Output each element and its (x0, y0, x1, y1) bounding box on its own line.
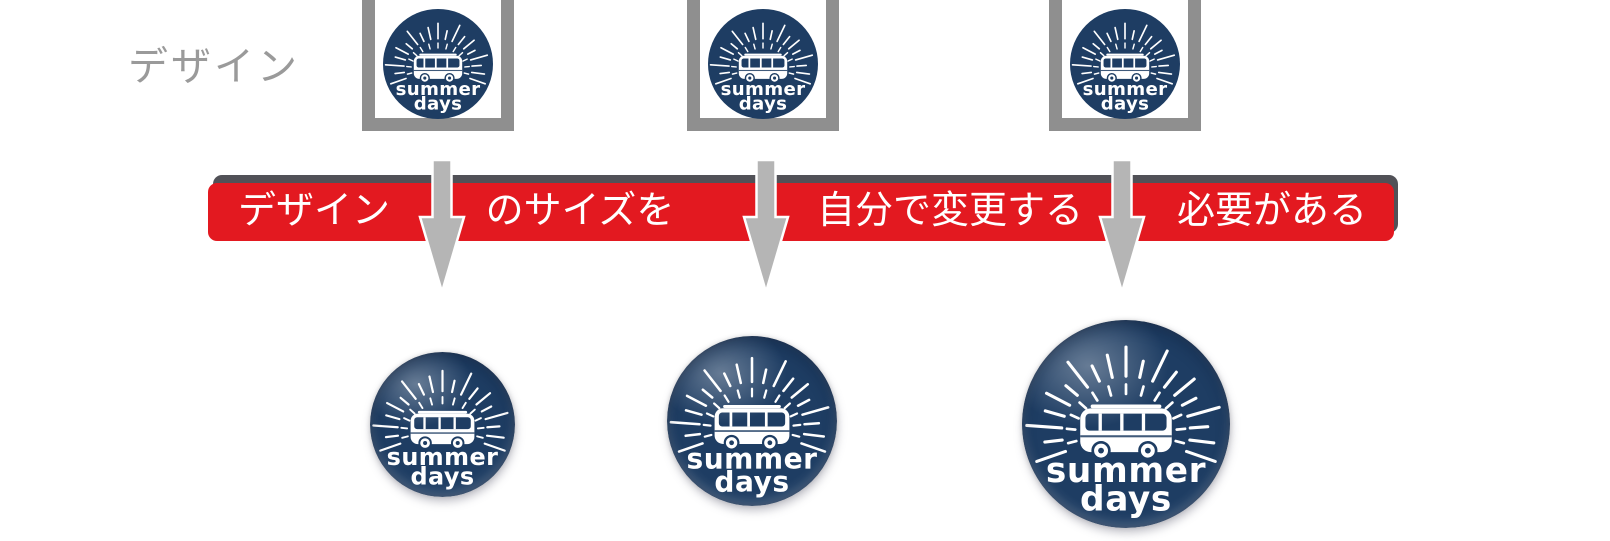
framed-design-1 (362, 0, 514, 131)
pin-gloss-large (1022, 320, 1230, 528)
framed-design-2-inner (700, 0, 826, 119)
pin-badge-large (1022, 320, 1230, 528)
banner-segment-4: 必要がある (1176, 190, 1367, 232)
banner-segment-2: のサイズを (485, 190, 675, 232)
summer-days-logo-small-frame (383, 9, 493, 119)
pin-badge-small (370, 352, 515, 497)
pin-gloss-medium (667, 336, 837, 506)
summer-days-logo-right-frame (1070, 9, 1180, 119)
design-label: デザイン (128, 45, 300, 89)
banner-segment-3: 自分で変更する (816, 190, 1083, 232)
banner-segment-1: デザイン (237, 190, 390, 232)
framed-design-2 (687, 0, 839, 131)
framed-design-3-inner (1062, 0, 1188, 119)
framed-design-3 (1049, 0, 1201, 131)
pin-gloss-small (370, 352, 515, 497)
framed-design-1-inner (375, 0, 501, 119)
down-arrow-icon-1 (418, 158, 466, 296)
down-arrow-icon-2 (742, 158, 790, 296)
down-arrow-icon-3 (1098, 158, 1146, 296)
red-banner: デザイン のサイズを 自分で変更する 必要がある (208, 183, 1394, 241)
pin-badge-medium (667, 336, 837, 506)
summer-days-logo-mid-frame (708, 9, 818, 119)
